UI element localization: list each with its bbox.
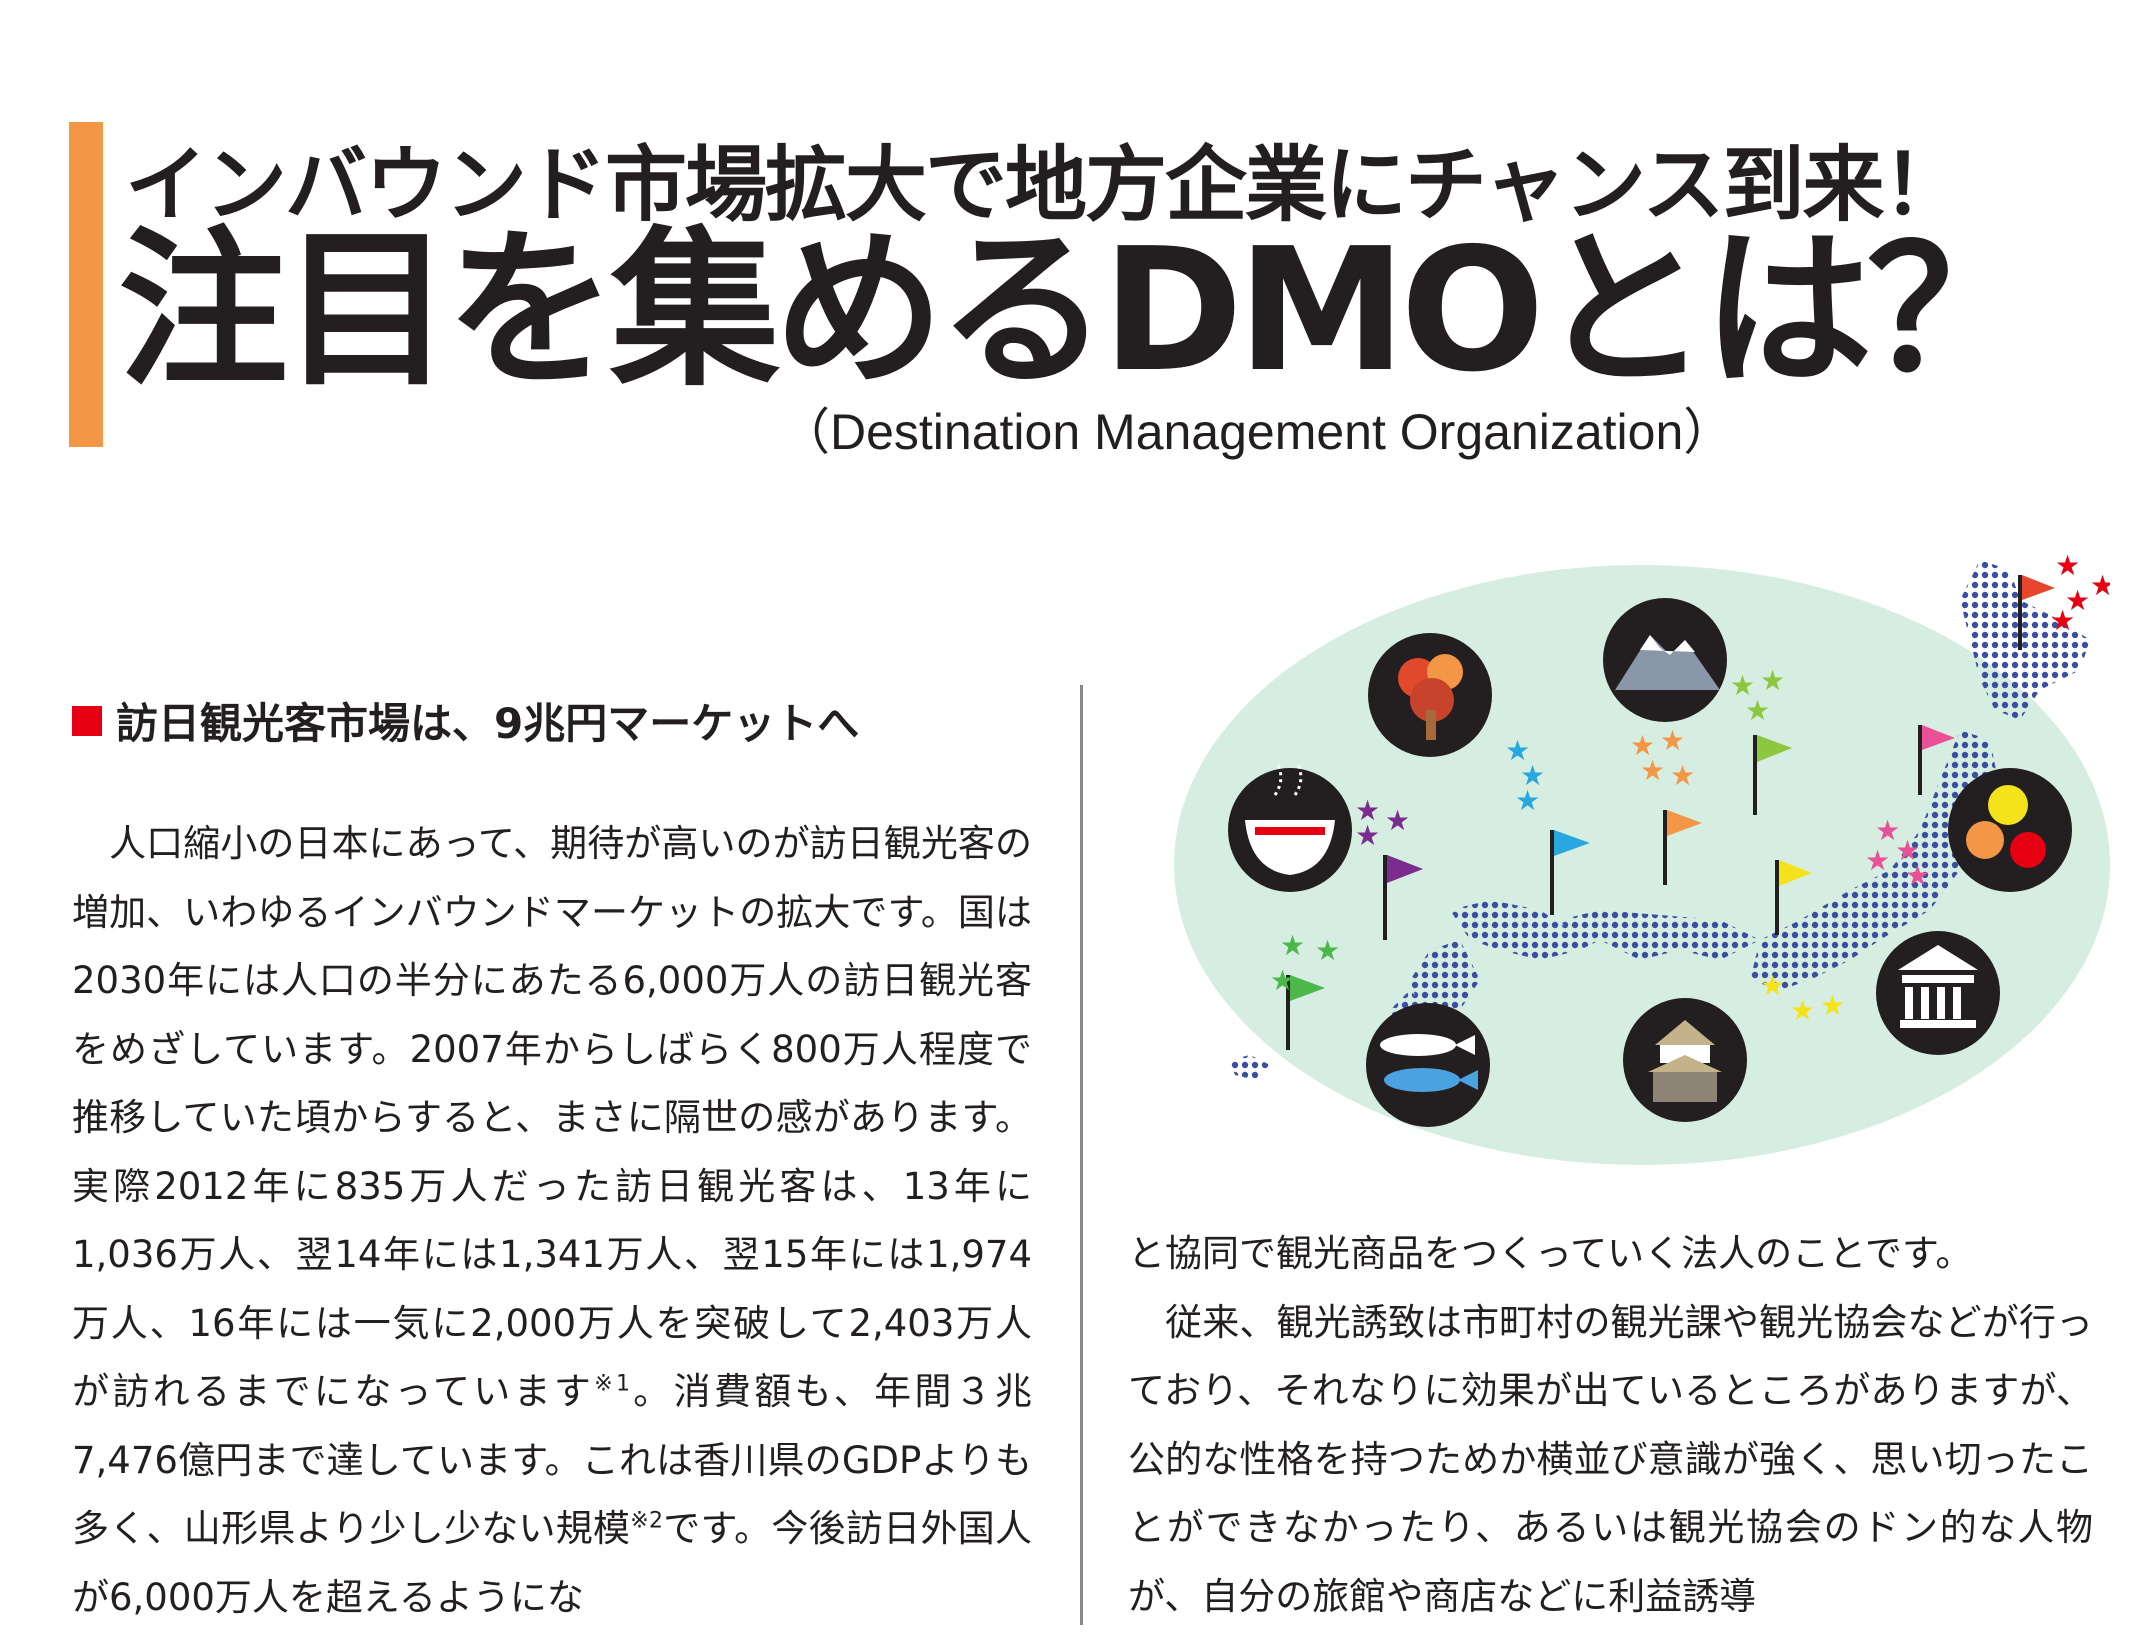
svg-text:★: ★	[1760, 969, 1785, 1002]
svg-text:★: ★	[1875, 814, 1900, 847]
svg-text:★: ★	[2050, 604, 2075, 637]
paragraph: 従来、観光誘致は市町村の観光課や観光協会などが行っており、それなりに効果が出てい…	[1128, 1300, 2093, 1618]
svg-text:★: ★	[2065, 584, 2090, 617]
flag-orange	[1663, 810, 1702, 885]
svg-text:★: ★	[1865, 844, 1890, 877]
svg-text:★: ★	[1670, 759, 1695, 792]
svg-text:★: ★	[1630, 729, 1655, 762]
right-column-text: と協同で観光商品をつくっていく法人のことです。 従来、観光誘致は市町村の観光課や…	[1128, 1220, 2093, 1631]
flag-green-small	[1286, 975, 1325, 1050]
svg-text:★: ★	[1515, 784, 1540, 817]
svg-text:★: ★	[1905, 859, 1930, 892]
paragraph: と協同で観光商品をつくっていく法人のことです。	[1128, 1232, 1973, 1275]
flag-cyan	[1550, 830, 1590, 915]
column-divider	[1080, 685, 1083, 1625]
page-title: 注目を集めるDMOとは？	[118, 212, 2037, 410]
flag-red	[2018, 575, 2055, 650]
page-subtitle: インバウンド市場拡大で地方企業にチャンス到来！	[125, 138, 1965, 233]
svg-text:★: ★	[1280, 929, 1305, 962]
title-english: （Destination Management Organization）	[780, 404, 1734, 460]
fruit-icon	[1948, 768, 2072, 892]
decorative-stars: ★ ★ ★ ★ ★ ★ ★ ★ ★ ★ ★ ★ ★ ★ ★ ★ ★ ★ ★ ★ …	[1270, 549, 2110, 1027]
svg-text:★: ★	[1315, 934, 1340, 967]
text-run: 。消費額も、年間３兆7,476億円まで達しています。これは香川県のGDPよりも多…	[72, 1370, 1033, 1550]
fish-icon	[1366, 1003, 1490, 1127]
japan-map	[1230, 560, 2090, 1080]
svg-text:★: ★	[1385, 804, 1410, 837]
svg-text:★: ★	[1760, 664, 1785, 697]
svg-text:★: ★	[1895, 834, 1920, 867]
flag-pink	[1918, 725, 1955, 795]
castle-icon	[1623, 998, 1747, 1122]
svg-text:★: ★	[1355, 819, 1380, 852]
svg-text:★: ★	[1820, 989, 1845, 1022]
svg-text:★: ★	[2055, 549, 2080, 582]
svg-text:★: ★	[1520, 759, 1545, 792]
flag-green	[1753, 735, 1792, 815]
text-run: です。今後訪日外国人が6,000万人を超えるようにな	[72, 1507, 1032, 1619]
svg-text:★: ★	[1730, 669, 1755, 702]
svg-text:★: ★	[1355, 794, 1380, 827]
svg-text:★: ★	[2090, 569, 2110, 602]
title-accent-bar	[69, 122, 103, 447]
red-square-icon	[72, 705, 102, 736]
ramen-bowl-icon	[1228, 764, 1352, 892]
section-heading: 訪日観光客市場は、9兆円マーケットへ	[72, 690, 859, 751]
mountain-icon	[1603, 598, 1727, 722]
svg-text:★: ★	[1505, 734, 1530, 767]
svg-text:★: ★	[1745, 694, 1770, 727]
footnote-ref: ※2	[630, 1508, 663, 1534]
svg-text:★: ★	[1790, 994, 1815, 1027]
flag-purple	[1383, 855, 1423, 940]
japan-tourism-illustration: ★ ★ ★ ★ ★ ★ ★ ★ ★ ★ ★ ★ ★ ★ ★ ★ ★ ★ ★ ★ …	[1174, 549, 2110, 1165]
flag-yellow	[1775, 860, 1812, 935]
left-column-text: 人口縮小の日本にあって、期待が高いのが訪日観光客の増加、いわゆるインバウンドマー…	[72, 810, 1032, 1632]
museum-icon	[1876, 931, 2000, 1055]
svg-text:★: ★	[1640, 754, 1665, 787]
svg-text:★: ★	[1270, 964, 1295, 997]
autumn-tree-icon	[1368, 633, 1492, 757]
text-run: 人口縮小の日本にあって、期待が高いのが訪日観光客の増加、いわゆるインバウンドマー…	[72, 822, 1032, 1413]
section-heading-text: 訪日観光客市場は、9兆円マーケットへ	[116, 699, 860, 748]
svg-text:★: ★	[1660, 724, 1685, 757]
footnote-ref: ※1	[594, 1371, 630, 1397]
paragraph: 人口縮小の日本にあって、期待が高いのが訪日観光客の増加、いわゆるインバウンドマー…	[72, 810, 1032, 1632]
